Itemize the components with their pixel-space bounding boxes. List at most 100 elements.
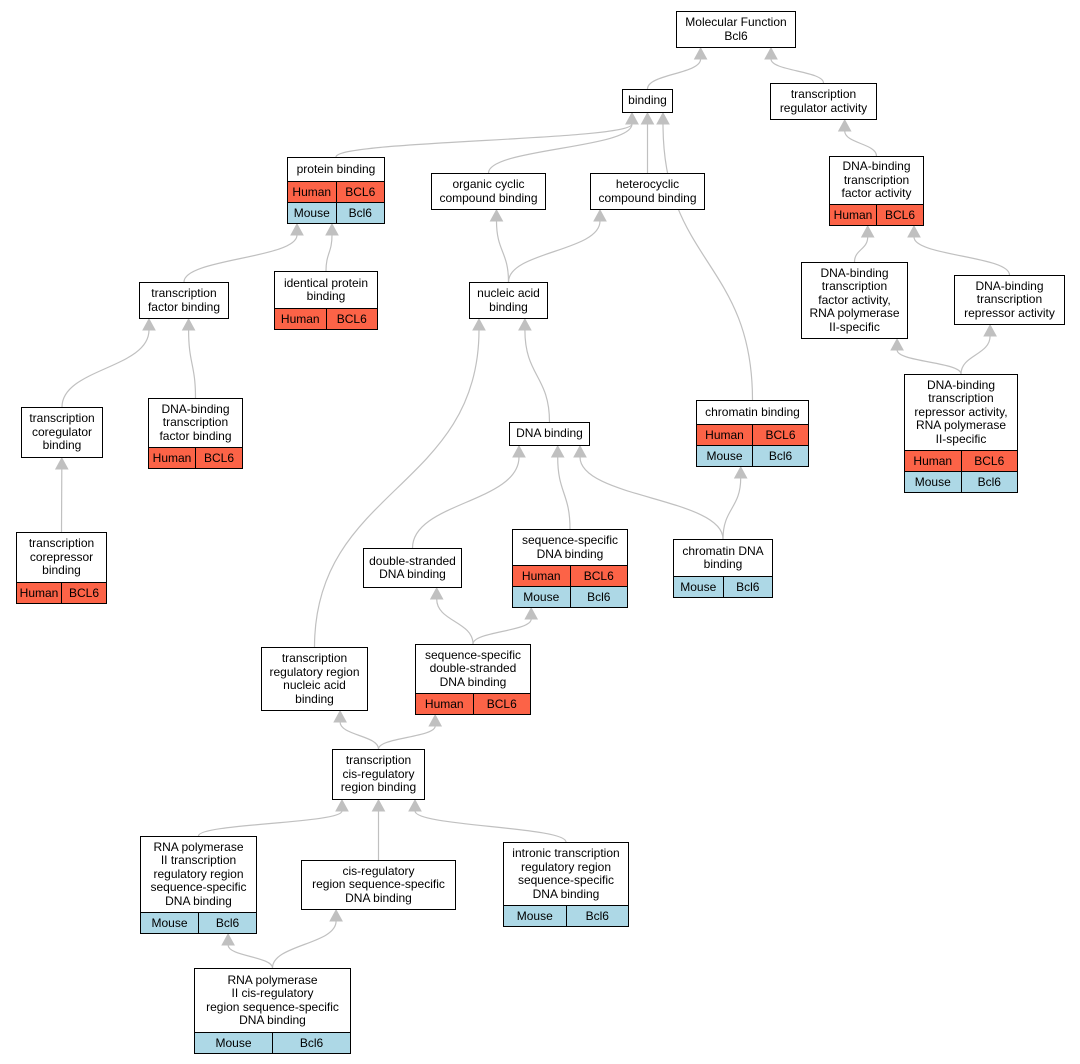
- edge-arrowhead: [573, 444, 587, 458]
- edge-tfb-to-pb: [183, 234, 298, 283]
- species-cell: Mouse: [680, 580, 717, 594]
- go-term-node-nab[interactable]: nucleic acid binding: [469, 282, 548, 319]
- edge-dbtra2-to-dbtra: [960, 335, 991, 375]
- go-term-node-dsdna[interactable]: double-stranded DNA binding: [363, 548, 462, 588]
- go-term-node-crrss[interactable]: cis-regulatory region sequence-specific …: [301, 860, 456, 910]
- go-term-node-tcb[interactable]: transcription coregulator binding: [21, 407, 103, 458]
- go-term-node-occb[interactable]: organic cyclic compound binding: [431, 173, 546, 210]
- edge-ssdna-to-dnab: [557, 456, 571, 530]
- edge-ssdsdna-to-dsdna: [436, 598, 474, 645]
- go-term-label: binding: [628, 93, 667, 108]
- gene-cell: BCL6: [960, 451, 1018, 471]
- edge-itrr-to-tcrrb: [414, 810, 567, 843]
- go-term-label: Molecular Function Bcl6: [685, 15, 787, 43]
- go-term-label: chromatin DNA binding: [682, 543, 764, 571]
- species-cell: Mouse: [293, 206, 330, 220]
- go-term-label: DNA binding: [516, 426, 583, 441]
- gene-cell: Bcl6: [198, 913, 256, 933]
- gene-cell: BCL6: [325, 309, 378, 329]
- gene-cell: BCL6: [472, 694, 531, 714]
- go-term-label: transcription factor binding: [147, 286, 221, 314]
- species-cell: Human: [152, 451, 192, 465]
- go-term-node-tcrrb[interactable]: transcription cis-regulatory region bind…: [332, 749, 425, 800]
- edge-arrowhead: [524, 606, 539, 620]
- go-term-node-binding[interactable]: binding: [622, 89, 673, 113]
- go-term-node-rnap2trr[interactable]: RNA polymerase II transcription regulato…: [140, 836, 257, 934]
- edge-dbtra-to-dbtfa: [913, 236, 1011, 276]
- species-cell: Mouse: [914, 475, 951, 489]
- edge-chb-to-binding: [662, 123, 754, 401]
- edge-arrowhead: [371, 798, 386, 812]
- edge-arrowhead: [907, 224, 921, 238]
- go-term-node-tfb[interactable]: transcription factor binding: [139, 282, 229, 319]
- go-term-node-dbtra2[interactable]: DNA-binding transcription repressor acti…: [904, 374, 1018, 493]
- species-cell: Mouse: [706, 449, 743, 463]
- species-cell: Human: [521, 569, 561, 583]
- edge-arrowhead: [593, 208, 607, 222]
- edge-arrowhead: [733, 465, 748, 479]
- go-term-label: transcription cis-regulatory region bind…: [340, 753, 417, 795]
- species-cell: Mouse: [151, 916, 188, 930]
- edge-arrowhead: [408, 798, 422, 812]
- edge-dbtfa-to-tra: [844, 130, 878, 157]
- gene-cell: Bcl6: [722, 577, 773, 597]
- edge-arrowhead: [335, 798, 349, 812]
- edge-rnap2trr-to-tcrrb: [197, 810, 343, 837]
- edge-arrowhead: [329, 908, 343, 922]
- edge-dsdna-to-dnab: [411, 456, 520, 549]
- gene-cell: Bcl6: [960, 472, 1018, 492]
- edge-ipb-to-pb: [325, 234, 333, 272]
- edge-arrowhead: [428, 713, 443, 727]
- annotation-row-mouse: Mouse Bcl6: [141, 912, 256, 933]
- go-term-node-trrnab[interactable]: transcription regulatory region nucleic …: [261, 647, 368, 711]
- edge-rnap2crr-to-crrss: [271, 920, 337, 969]
- go-term-node-dbtfb[interactable]: DNA-binding transcription factor binding…: [148, 398, 243, 469]
- edge-tcb-to-tfb: [61, 329, 150, 408]
- go-term-label: organic cyclic compound binding: [439, 177, 538, 205]
- go-term-node-dbtra[interactable]: DNA-binding transcription repressor acti…: [954, 275, 1065, 325]
- edge-arrowhead: [333, 709, 347, 723]
- go-term-node-itrr[interactable]: intronic transcription regulatory region…: [503, 842, 629, 927]
- edge-arrowhead: [890, 337, 904, 351]
- go-term-label: transcription regulator activity: [779, 87, 868, 115]
- go-term-node-hcb[interactable]: heterocyclic compound binding: [590, 173, 705, 210]
- go-term-node-dbtfa2[interactable]: DNA-binding transcription factor activit…: [801, 262, 908, 339]
- edge-arrowhead: [325, 222, 339, 236]
- go-term-label: heterocyclic compound binding: [598, 177, 697, 205]
- go-term-node-ssdsdna[interactable]: sequence-specific double-stranded DNA bi…: [415, 644, 531, 715]
- go-term-node-rnap2crr[interactable]: RNA polymerase II cis-regulatory region …: [194, 968, 351, 1054]
- edge-tra-to-mf: [770, 58, 825, 84]
- species-cell: Mouse: [215, 1036, 252, 1050]
- gene-cell: BCL6: [752, 425, 808, 445]
- edge-binding-to-mf: [646, 58, 702, 90]
- species-cell: Human: [424, 697, 464, 711]
- edge-arrowhead: [550, 444, 565, 458]
- go-term-node-mf[interactable]: Molecular Function Bcl6: [676, 11, 796, 48]
- edge-nab-to-occb: [495, 220, 510, 283]
- go-term-node-tra[interactable]: transcription regulator activity: [770, 83, 877, 120]
- edge-arrowhead: [860, 224, 875, 238]
- edge-arrowhead: [640, 111, 655, 125]
- go-term-label: chromatin binding: [705, 404, 800, 419]
- edge-nab-to-hcb: [507, 220, 601, 283]
- go-term-node-dbtfa[interactable]: DNA-binding transcription factor activit…: [829, 156, 924, 226]
- edge-arrowhead: [290, 222, 304, 236]
- species-cell: Mouse: [523, 590, 560, 604]
- go-term-node-dnab[interactable]: DNA binding: [509, 422, 590, 446]
- edge-pb-to-binding: [335, 123, 633, 158]
- go-term-label: RNA polymerase II transcription regulato…: [150, 839, 247, 908]
- edge-chdna-to-dnab: [579, 456, 724, 540]
- edge-arrowhead: [429, 586, 444, 600]
